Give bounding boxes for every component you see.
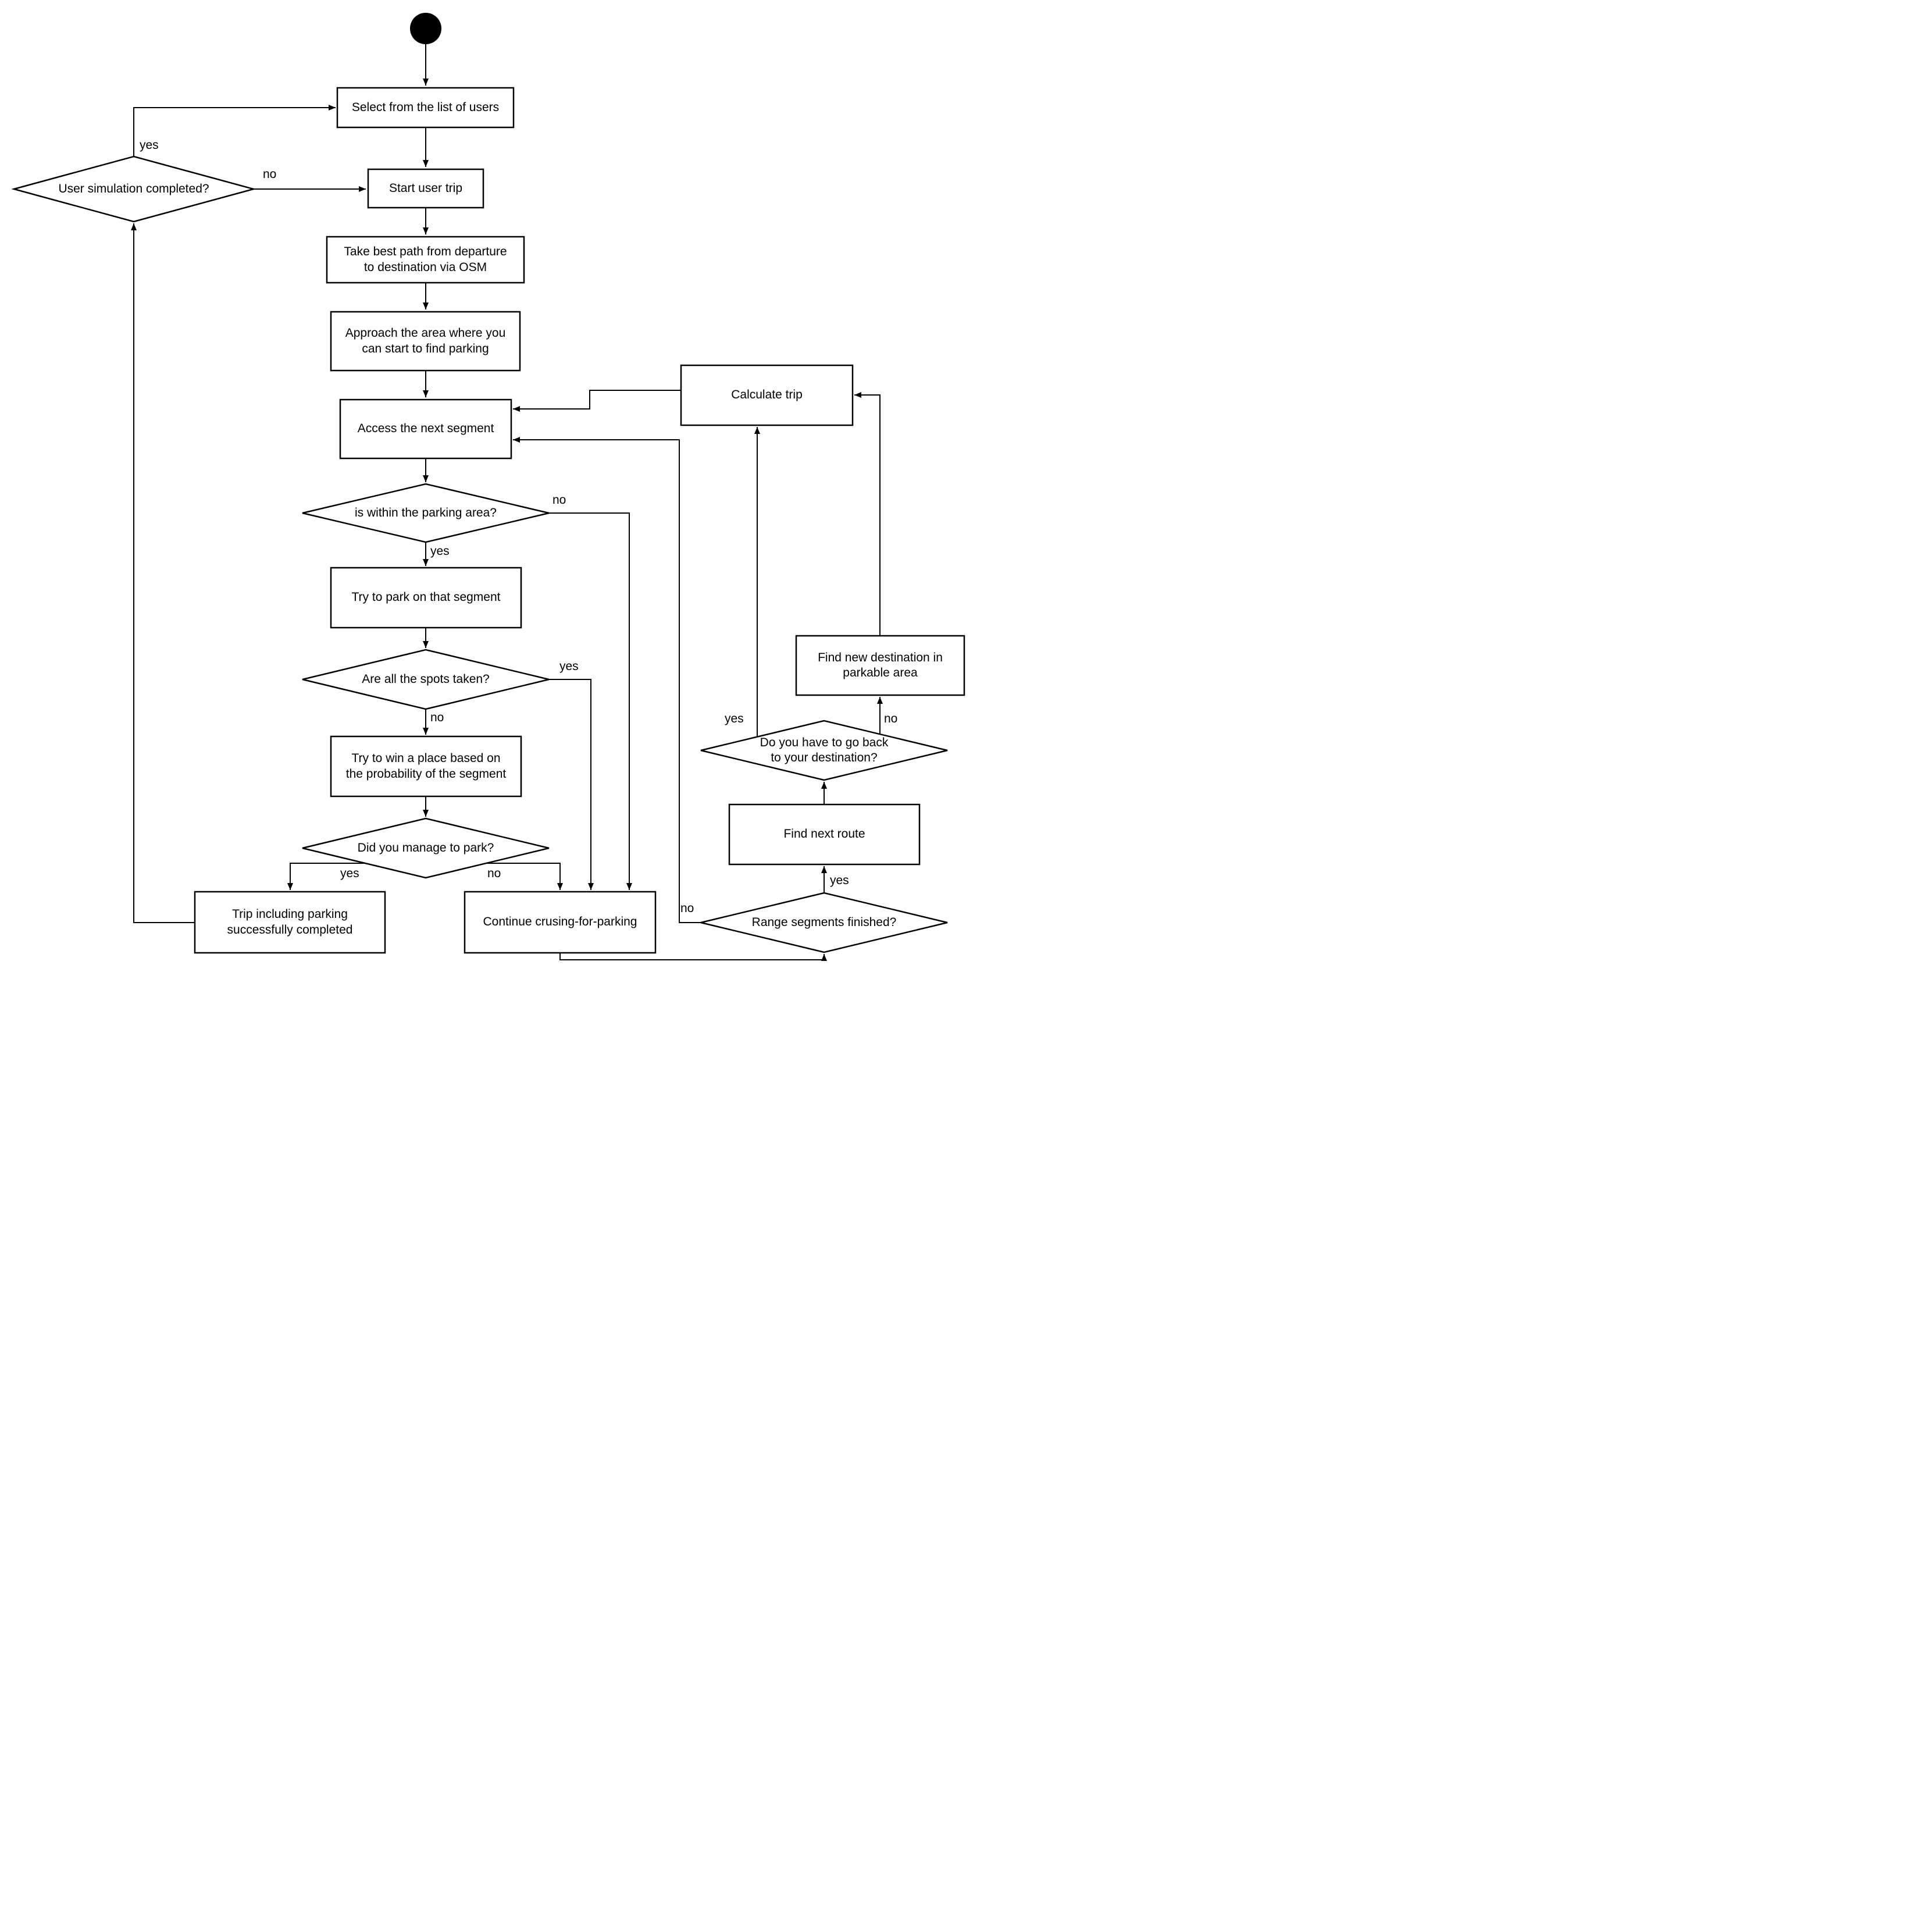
node-approach-area <box>330 311 521 372</box>
edge-is-within-no-to-continue-crusing <box>549 512 632 890</box>
node-select-users <box>336 87 515 129</box>
node-calculate-trip <box>680 364 854 426</box>
nodes <box>11 13 965 954</box>
flowchart-canvas: Select from the list of users User simul… <box>0 0 966 963</box>
node-try-win-place <box>330 735 522 798</box>
edge-find-new-destination-to-calculate-trip <box>854 392 881 636</box>
node-find-new-destination <box>795 635 965 696</box>
flowchart-graphics <box>11 13 965 961</box>
node-go-back-destination <box>700 720 948 781</box>
edge-trip-completed-to-user-sim <box>131 223 195 923</box>
node-trip-completed <box>194 891 386 954</box>
initial-node <box>410 13 441 44</box>
edges <box>131 44 883 961</box>
edge-did-manage-yes-to-trip-completed <box>287 863 365 890</box>
edge-did-manage-no-to-continue-crusing <box>486 863 563 890</box>
node-is-within-parking <box>302 483 550 543</box>
node-did-manage-park <box>302 817 550 879</box>
edge-user-sim-yes-to-select-users <box>133 105 336 156</box>
edge-range-finished-no-to-access-segment <box>513 437 701 923</box>
node-user-sim-completed <box>11 155 256 223</box>
edge-continue-crusing-to-range-finished <box>559 953 827 961</box>
node-all-spots-taken <box>302 649 550 710</box>
edge-calculate-trip-to-access-segment <box>513 390 681 412</box>
node-start-trip <box>367 168 484 209</box>
edge-all-spots-yes-to-continue-crusing <box>549 679 594 890</box>
node-take-best-path <box>326 236 525 284</box>
node-find-next-route <box>728 803 921 866</box>
node-range-segments-finished <box>700 892 948 953</box>
node-try-park <box>330 567 522 629</box>
node-access-segment <box>339 398 512 460</box>
node-continue-crusing <box>464 891 657 954</box>
